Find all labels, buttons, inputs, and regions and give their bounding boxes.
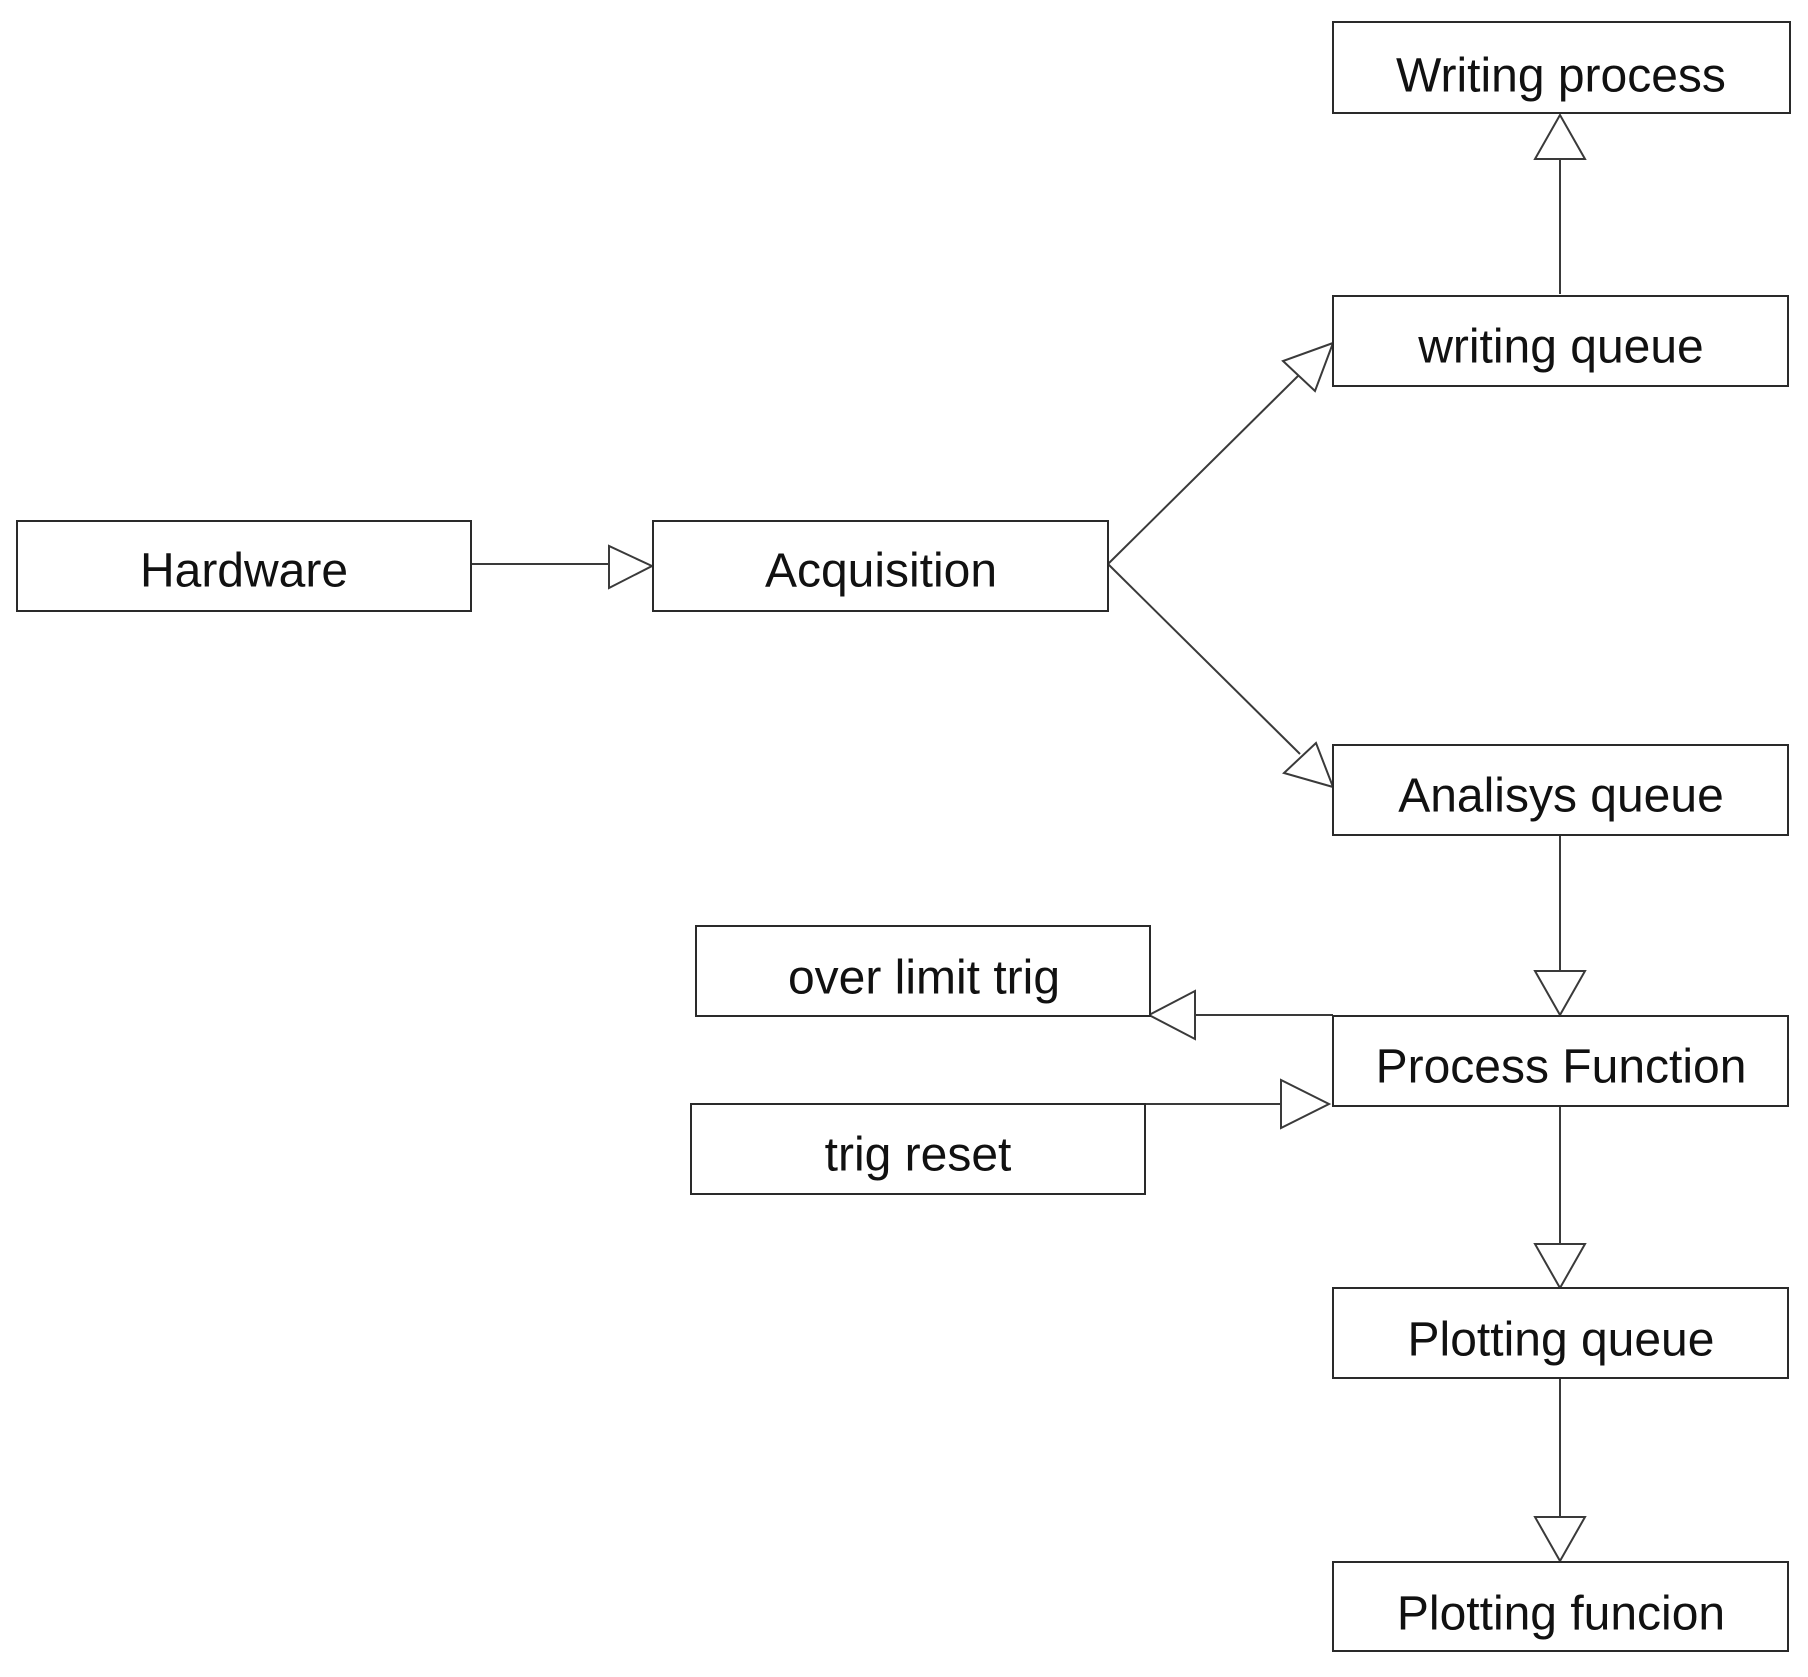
edge-writing-queue-to-writing-process: [1533, 112, 1587, 294]
node-plotting-function: Plotting funcion: [1332, 1561, 1789, 1652]
node-plotting-queue-label: Plotting queue: [1408, 1314, 1715, 1367]
node-writing-queue-label: writing queue: [1417, 321, 1704, 374]
node-over-limit-trig-label: over limit trig: [788, 952, 1060, 1005]
node-plotting-function-label: Plotting funcion: [1397, 1588, 1725, 1641]
edge-trig-reset-to-process-function: [1145, 1078, 1332, 1130]
node-analysis-queue: Analisys queue: [1332, 744, 1789, 836]
node-hardware: Hardware: [16, 520, 472, 612]
node-writing-process-label: Writing process: [1396, 50, 1726, 103]
edge-acquisition-to-analysis-queue: [1107, 563, 1335, 789]
node-acquisition: Acquisition: [652, 520, 1109, 612]
node-over-limit-trig: over limit trig: [695, 925, 1151, 1017]
node-writing-queue: writing queue: [1332, 295, 1789, 387]
edge-plotting-queue-to-plotting-function: [1533, 1378, 1587, 1564]
node-trig-reset-label: trig reset: [825, 1129, 1012, 1182]
edge-process-function-to-plotting-queue: [1533, 1106, 1587, 1291]
node-process-function: Process Function: [1332, 1015, 1789, 1107]
node-writing-process: Writing process: [1332, 21, 1791, 114]
node-hardware-label: Hardware: [140, 545, 348, 598]
edge-analysis-queue-to-process-function: [1533, 835, 1587, 1018]
node-plotting-queue: Plotting queue: [1332, 1287, 1789, 1379]
node-process-function-label: Process Function: [1376, 1041, 1747, 1094]
edge-acquisition-to-writing-queue: [1107, 341, 1335, 565]
edge-hardware-to-acquisition: [471, 544, 655, 590]
node-trig-reset: trig reset: [690, 1103, 1146, 1195]
node-acquisition-label: Acquisition: [765, 545, 997, 598]
edge-process-function-to-over-limit-trig: [1146, 989, 1333, 1041]
node-analysis-queue-label: Analisys queue: [1398, 770, 1724, 823]
